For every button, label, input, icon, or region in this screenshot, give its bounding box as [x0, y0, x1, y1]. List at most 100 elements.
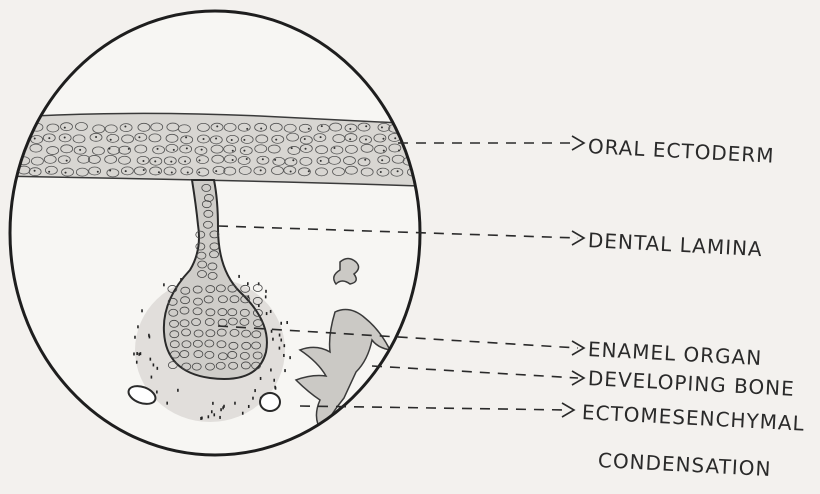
ectoderm-nucleus	[97, 171, 99, 173]
ectoderm-nucleus	[397, 170, 399, 172]
ectoderm-nucleus	[79, 149, 81, 151]
ectoderm-nucleus	[124, 126, 126, 128]
condensation-dot	[208, 415, 210, 418]
ectoderm-nucleus	[138, 136, 140, 138]
ectoderm-nucleus	[65, 172, 67, 174]
condensation-dot	[213, 413, 215, 416]
condensation-dot	[280, 322, 282, 325]
ectoderm-nucleus	[170, 161, 172, 163]
condensation-dot	[156, 390, 158, 393]
ectoderm-nucleus	[260, 128, 262, 130]
condensation-dot	[140, 352, 142, 355]
ectoderm-nucleus	[125, 170, 127, 172]
ectoderm-nucleus	[157, 148, 159, 150]
condensation-dot	[141, 309, 143, 312]
ectoderm-nucleus	[394, 137, 396, 139]
condensation-dot	[247, 282, 249, 285]
ectoderm-nucleus	[381, 159, 383, 161]
ectoderm-nucleus	[95, 136, 97, 138]
ectoderm-nucleus	[232, 159, 234, 161]
ectoderm-nucleus	[308, 170, 310, 172]
ectoderm-nucleus	[231, 139, 233, 141]
ectoderm-nucleus	[171, 171, 173, 173]
ectoderm-nucleus	[246, 158, 248, 160]
condensation-dot	[284, 369, 286, 372]
ectoderm-cell	[1, 155, 13, 163]
arrowhead-ectomesenchymal	[562, 403, 574, 417]
ectoderm-nucleus	[411, 128, 413, 130]
ectoderm-nucleus	[321, 125, 323, 127]
ectoderm-nucleus	[232, 150, 234, 152]
condensation-dot	[242, 412, 244, 415]
condensation-dot	[273, 379, 275, 382]
leader-line-developing-bone	[372, 366, 578, 378]
ectoderm-nucleus	[349, 128, 351, 130]
condensation-dot	[136, 352, 138, 355]
ectoderm-nucleus	[333, 147, 335, 149]
ectoderm-nucleus	[185, 136, 187, 138]
condensation-dot	[238, 275, 240, 278]
ectoderm-nucleus	[142, 160, 144, 162]
ectoderm-nucleus	[186, 147, 188, 149]
ectoderm-nucleus	[48, 171, 50, 173]
ectoderm-nucleus	[64, 136, 66, 138]
condensation-dot	[279, 334, 281, 337]
arrowhead-oral-ectoderm	[572, 136, 584, 150]
ectoderm-nucleus	[274, 159, 276, 161]
ectoderm-nucleus	[304, 138, 306, 140]
ectoderm-nucleus	[381, 126, 383, 128]
ectoderm-nucleus	[48, 137, 50, 139]
condensation-dot	[279, 347, 281, 350]
ectoderm-nucleus	[320, 160, 322, 162]
ectoderm-nucleus	[411, 158, 413, 160]
ectoderm-nucleus	[262, 158, 264, 160]
ectoderm-nucleus	[290, 171, 292, 173]
condensation-dot	[133, 352, 135, 355]
ectoderm-nucleus	[408, 148, 410, 150]
ectoderm-nucleus	[18, 128, 20, 130]
ectoderm-nucleus	[380, 171, 382, 173]
ectoderm-cell	[0, 124, 12, 132]
ectoderm-nucleus	[187, 172, 189, 174]
condensation-dot	[211, 410, 213, 413]
ectoderm-nucleus	[66, 160, 68, 162]
ectoderm-nucleus	[292, 159, 294, 161]
ectoderm-nucleus	[154, 160, 156, 162]
condensation-dot	[266, 312, 268, 315]
ectoderm-nucleus	[109, 170, 111, 172]
ectoderm-nucleus	[216, 125, 218, 127]
ectoderm-nucleus	[6, 150, 8, 152]
ectoderm-cell	[0, 167, 10, 175]
condensation-dot	[177, 389, 179, 392]
ectoderm-nucleus	[275, 139, 277, 141]
condensation-dot	[248, 405, 250, 408]
ectoderm-cell	[13, 133, 25, 141]
condensation-dot	[289, 356, 291, 359]
condensation-dot	[270, 368, 272, 371]
ectoderm-nucleus	[203, 138, 205, 140]
condensation-dot	[286, 321, 288, 324]
ectoderm-nucleus	[64, 127, 66, 129]
condensation-dot	[272, 338, 274, 341]
ectoderm-nucleus	[184, 160, 186, 162]
ectoderm-nucleus	[5, 159, 7, 161]
condensation-dot	[271, 330, 273, 333]
condensation-dot	[254, 389, 256, 392]
ectoderm-nucleus	[198, 171, 200, 173]
ectoderm-cell	[407, 146, 419, 154]
ectoderm-nucleus	[365, 138, 367, 140]
condensation-dot	[212, 402, 214, 405]
condensation-dot	[252, 397, 254, 400]
condensation-dot	[265, 290, 267, 293]
ectoderm-nucleus	[128, 148, 130, 150]
condensation-dot	[149, 335, 151, 338]
ectoderm-nucleus	[243, 139, 245, 141]
condensation-dot	[284, 344, 286, 347]
condensation-dot	[220, 408, 222, 411]
condensation-dot	[219, 416, 221, 419]
condensation-dot	[222, 406, 224, 409]
ectoderm-nucleus	[246, 128, 248, 130]
ectoderm-cell	[0, 135, 11, 143]
ectoderm-nucleus	[158, 171, 160, 173]
